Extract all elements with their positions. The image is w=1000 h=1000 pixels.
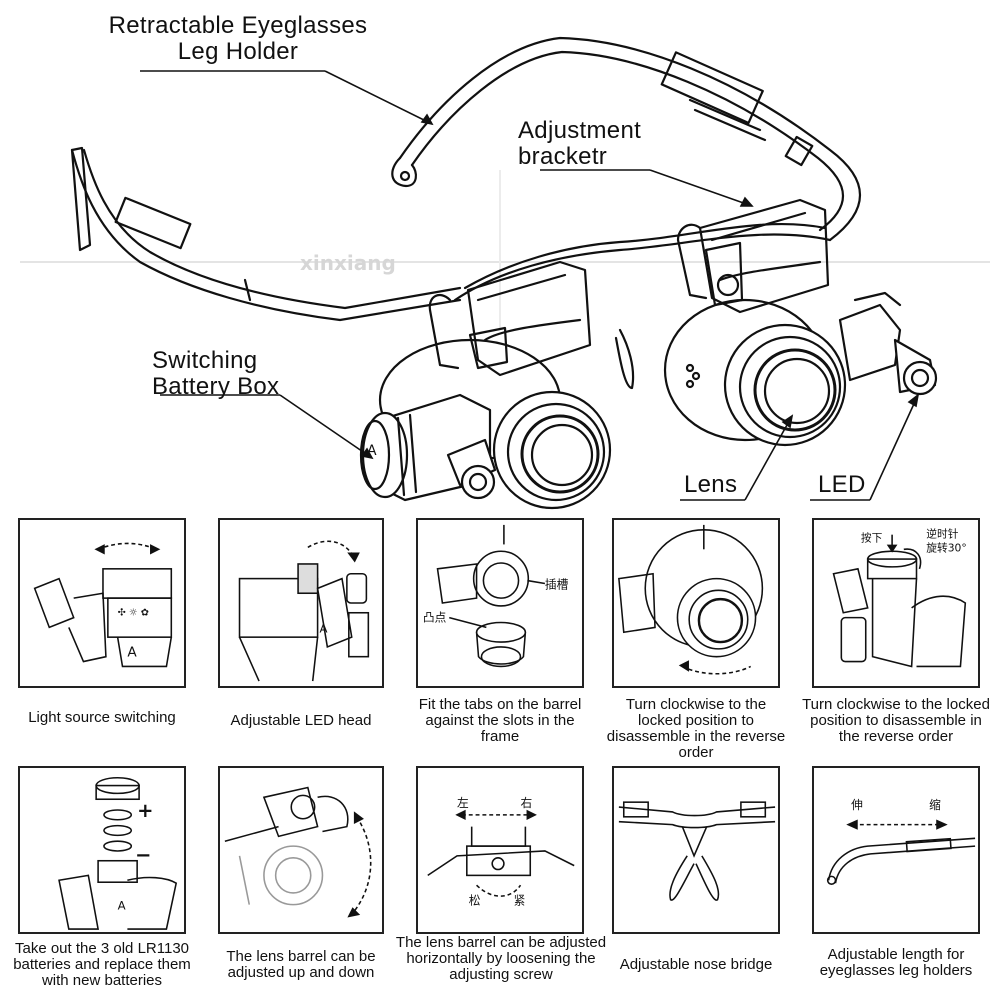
svg-text:A: A bbox=[367, 443, 377, 459]
label-press: 按下 bbox=[861, 532, 883, 545]
caption-step-10: Adjustable length for eyeglasses leg hol… bbox=[819, 946, 973, 979]
step-panel-fit-tabs: 插槽 凸点 bbox=[416, 518, 584, 688]
label-plus: + bbox=[137, 799, 153, 822]
callout-lens: Lens bbox=[684, 471, 738, 498]
caption-step-5: Turn clockwise to the locked position to… bbox=[802, 696, 990, 745]
caption-step-2: Adjustable LED head bbox=[230, 712, 372, 729]
label-tighten: 紧 bbox=[514, 894, 526, 908]
step-panel-batteries: + − A bbox=[18, 766, 186, 934]
svg-text:A: A bbox=[320, 621, 328, 635]
callout-led: LED bbox=[818, 471, 866, 498]
label-rotate-1: 逆时针 bbox=[926, 528, 958, 541]
label-rotate-2: 旋转30° bbox=[926, 541, 966, 554]
label-right: 右 bbox=[521, 796, 533, 810]
step-panel-horizontal: 左 右 松 紧 bbox=[416, 766, 584, 934]
magnifier-glasses-illustration: xinxiang bbox=[20, 36, 990, 510]
watermark-text: xinxiang bbox=[300, 251, 396, 275]
caption-step-3: Fit the tabs on the barrel against the s… bbox=[418, 696, 582, 745]
right-temple-arm bbox=[398, 36, 862, 242]
step-panel-turn-clockwise-a bbox=[612, 518, 780, 688]
step-panel-up-down bbox=[218, 766, 384, 934]
caption-step-8: The lens barrel can be adjusted horizont… bbox=[395, 934, 607, 983]
svg-text:✣ ☼ ✿: ✣ ☼ ✿ bbox=[118, 608, 149, 619]
led-head bbox=[902, 360, 938, 396]
caption-step-4: Turn clockwise to the locked position to… bbox=[606, 696, 786, 761]
caption-step-6: Take out the 3 old LR1130 batteries and … bbox=[13, 940, 191, 989]
caption-step-7: The lens barrel can be adjusted up and d… bbox=[226, 948, 376, 981]
label-slot: 插槽 bbox=[545, 577, 569, 591]
step-panel-leg-length: 伸 缩 bbox=[812, 766, 980, 934]
svg-text:A: A bbox=[127, 645, 137, 661]
caption-step-9: Adjustable nose bridge bbox=[619, 956, 773, 973]
label-minus: − bbox=[135, 844, 151, 867]
left-bracket bbox=[466, 260, 592, 377]
step-panel-nose-bridge bbox=[612, 766, 780, 934]
step-panel-led-head: A bbox=[218, 518, 384, 688]
label-shrink: 缩 bbox=[929, 798, 941, 812]
step-panel-turn-clockwise-b: 按下 逆时针 旋转30° bbox=[812, 518, 980, 688]
svg-text:A: A bbox=[118, 899, 126, 913]
right-bracket bbox=[698, 198, 830, 314]
label-tab: 凸点 bbox=[423, 611, 447, 625]
callout-adjustment-bracket: Adjustment bracketr bbox=[518, 117, 642, 170]
label-loosen: 松 bbox=[469, 894, 481, 908]
callout-leg-holder: Retractable Eyeglasses Leg Holder bbox=[108, 12, 368, 65]
label-left: 左 bbox=[457, 796, 469, 810]
step-panel-light-switching: A ✣ ☼ ✿ bbox=[18, 518, 186, 688]
caption-step-1: Light source switching bbox=[28, 709, 176, 726]
callout-battery-box: Switching Battery Box bbox=[152, 347, 280, 400]
label-extend: 伸 bbox=[851, 798, 863, 812]
